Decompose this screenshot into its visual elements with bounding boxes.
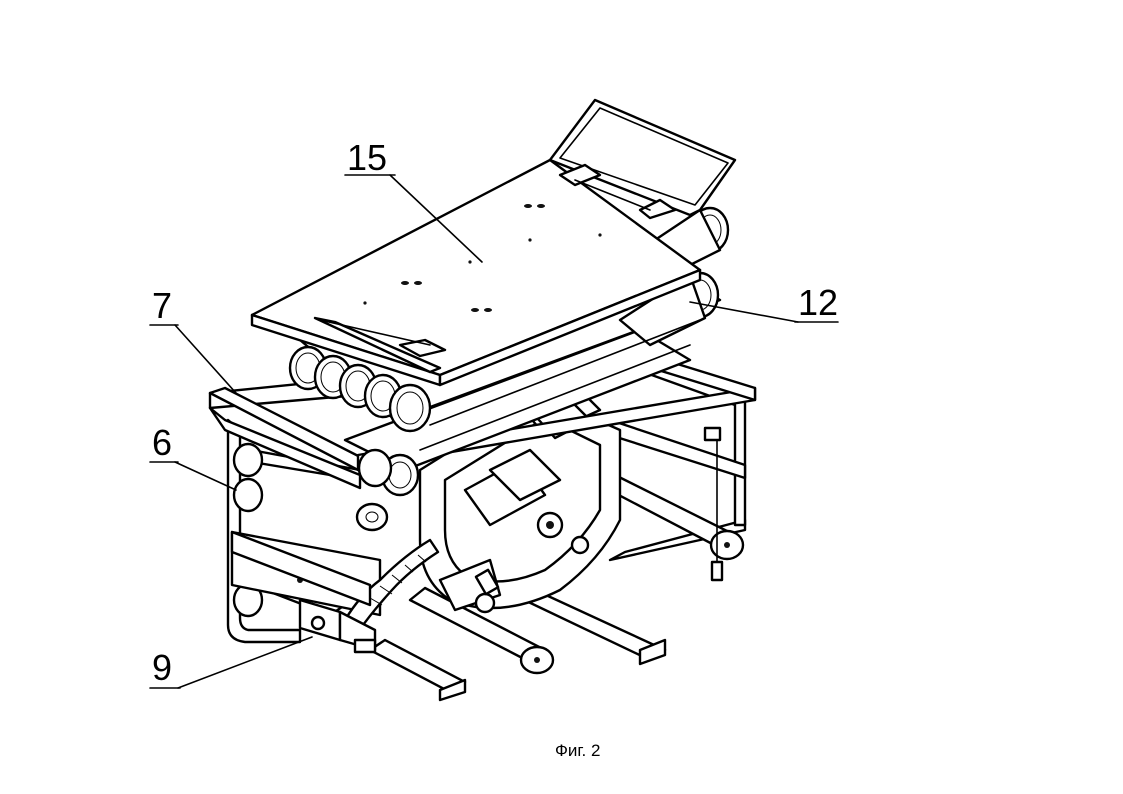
callout-12: 12 (798, 282, 839, 323)
lower-rollers (258, 468, 745, 675)
callout-9: 9 (152, 647, 173, 688)
callout-6: 6 (152, 422, 173, 463)
side-frame-right (608, 343, 747, 582)
tube-bundle (288, 206, 730, 497)
lower-cross-bar (230, 530, 377, 654)
cover-plate (250, 98, 737, 387)
leader-lines (149, 174, 839, 689)
figure-caption: Фиг. 2 (555, 741, 601, 760)
callout-7: 7 (152, 285, 173, 326)
callout-15: 15 (347, 137, 388, 178)
